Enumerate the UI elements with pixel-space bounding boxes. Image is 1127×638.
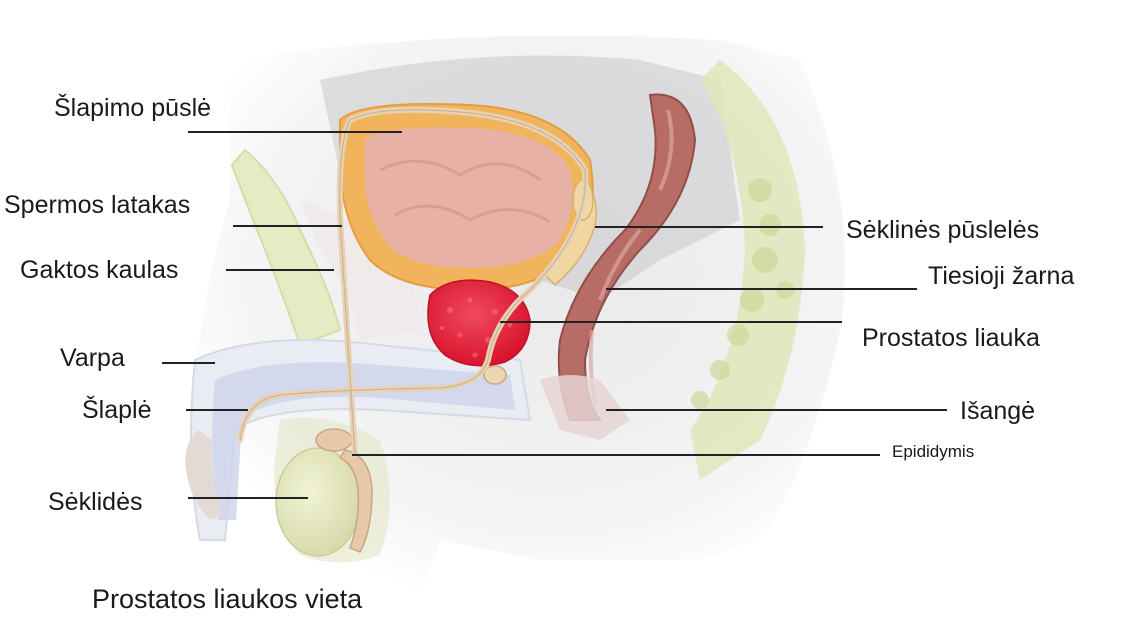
label-tiesioji-zarna: Tiesioji žarna (928, 262, 1075, 290)
testis (275, 447, 361, 557)
label-slapimo-pusle: Šlapimo pūslė (54, 94, 212, 122)
label-seklines-puseles: Sėklinės pūslelės (846, 216, 1040, 244)
label-prostatos-liauka: Prostatos liauka (862, 324, 1040, 352)
bladder-folds (379, 159, 551, 224)
label-slaple: Šlaplė (82, 396, 152, 424)
corpus-spongiosum (212, 362, 515, 520)
vas-deferens-outline (239, 109, 586, 456)
label-epididymis: Epididymis (892, 442, 975, 461)
label-isange: Išangė (960, 397, 1036, 425)
anal-canal (540, 375, 630, 440)
diagram-caption: Prostatos liaukos vieta (92, 584, 363, 614)
label-seklides: Sėklidės (48, 488, 143, 516)
epididymis-shape (338, 449, 373, 553)
bulbourethral-gland (483, 365, 507, 385)
epididymis-head (315, 428, 353, 452)
pubic-bone-inner (300, 200, 420, 340)
prostate-gland (427, 279, 531, 367)
fat-globules (691, 178, 794, 409)
prostate-texture (440, 297, 513, 358)
label-gaktos-kaulas: Gaktos kaulas (20, 256, 179, 284)
label-spermos-latakas: Spermos latakas (4, 191, 191, 219)
bladder-lumen (364, 127, 573, 268)
back-tissue (690, 60, 805, 480)
label-varpa: Varpa (60, 344, 125, 372)
leader-lines (162, 131, 947, 499)
